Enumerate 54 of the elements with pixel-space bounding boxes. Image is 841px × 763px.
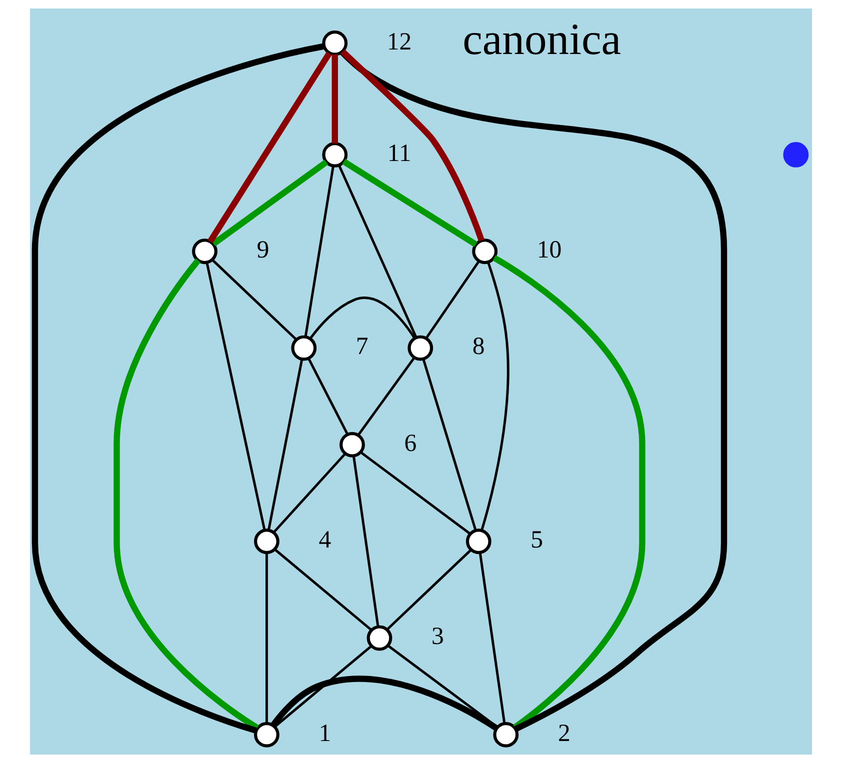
node-circle (290, 335, 316, 361)
connector (273, 645, 372, 728)
label: canonica (462, 14, 621, 64)
connector (352, 456, 379, 628)
node-label: 6 (404, 430, 416, 457)
connector (211, 160, 328, 246)
node-label: 2 (557, 720, 570, 747)
connector (264, 552, 268, 724)
node-circle (322, 142, 348, 168)
node-circle (492, 722, 518, 748)
connector (339, 50, 727, 732)
connector (272, 452, 346, 533)
node-label: 4 (318, 526, 331, 554)
connector (360, 451, 470, 535)
connector (306, 358, 348, 435)
connector (308, 296, 416, 340)
node-circle (254, 528, 279, 554)
connector (342, 158, 477, 248)
node-circle (322, 30, 348, 56)
node-circle (465, 528, 491, 554)
node-label: 3 (431, 623, 444, 650)
connector (424, 260, 480, 340)
node-label: 11 (386, 140, 411, 167)
connector (480, 262, 509, 531)
connector (478, 552, 506, 724)
connector (31, 43, 324, 734)
node-circle (192, 238, 217, 264)
connector (422, 358, 476, 531)
connector (304, 166, 334, 338)
connector (340, 49, 484, 242)
node-circle (472, 238, 498, 264)
node-circle (366, 625, 392, 651)
connector (205, 262, 266, 531)
connector (270, 676, 498, 731)
node-label: 12 (386, 28, 412, 56)
connector (386, 548, 472, 631)
node-label: 9 (256, 236, 269, 264)
connector (337, 164, 417, 338)
connector (331, 54, 338, 144)
node-circle (407, 335, 433, 361)
node-circle (339, 432, 364, 458)
node-circle (782, 142, 808, 168)
connector (113, 258, 258, 730)
connector (356, 356, 415, 436)
node-label: 5 (530, 526, 543, 554)
node-label: 10 (536, 236, 562, 264)
node-circle (254, 722, 279, 748)
connector (210, 258, 297, 341)
node-label: 1 (318, 720, 331, 747)
node-label: 7 (355, 333, 368, 360)
connector (207, 52, 332, 244)
connector (266, 359, 303, 531)
node-label: 8 (472, 333, 484, 360)
connector (274, 548, 372, 632)
